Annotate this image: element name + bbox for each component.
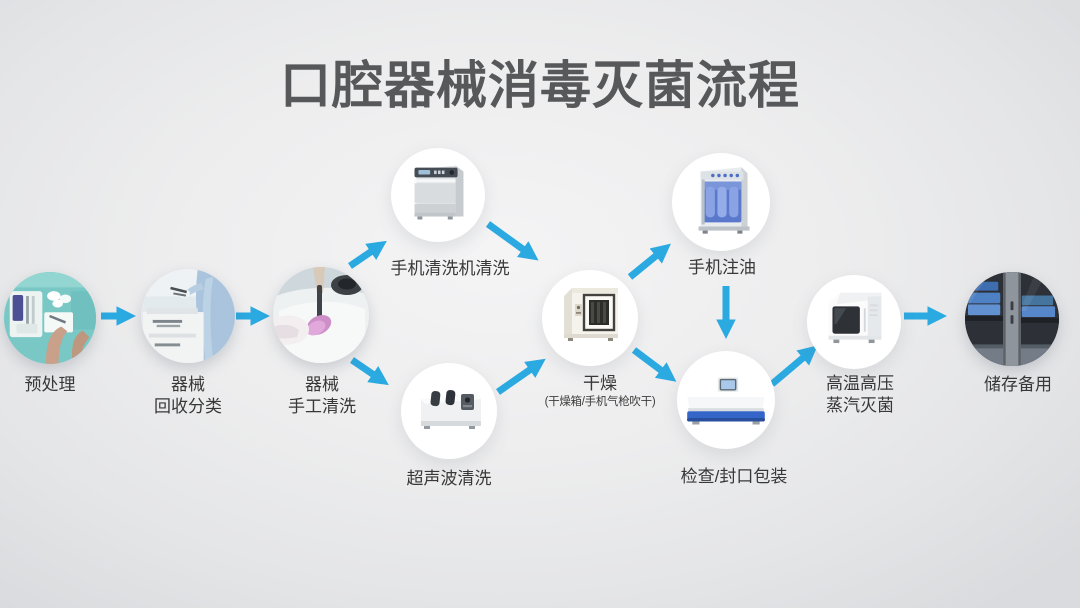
- node-manual-wash: [273, 267, 369, 363]
- handpiece-washer-machine: [414, 165, 464, 220]
- node-pretreatment: [4, 272, 96, 364]
- node-storage: [965, 272, 1059, 366]
- storage-cabinet-photo: [965, 272, 1059, 366]
- node-recycle-sort: [141, 269, 235, 363]
- label-ultrasonic: 超声波清洗: [406, 469, 492, 488]
- hand-washing-photo: [273, 267, 369, 363]
- label-drying-sub: (干燥箱/手机气枪吹干): [544, 396, 656, 408]
- node-drying: [542, 270, 638, 366]
- node-autoclave: [807, 275, 901, 369]
- ultrasonic-cleaner-machine: [421, 389, 481, 429]
- label-manual-wash: 器械 手工清洗: [288, 375, 356, 416]
- node-seal-pack: [677, 351, 775, 449]
- label-autoclave: 高温高压 蒸汽灭菌: [826, 374, 894, 415]
- page-title: 口腔器械消毒灭菌流程: [279, 57, 800, 114]
- steam-sterilizer-machine: [828, 292, 882, 344]
- label-recycle-sort: 器械 回收分类: [154, 375, 222, 416]
- arrow-manual-wash-to-ultrasonic: [350, 357, 389, 386]
- label-drying: 干燥 (干燥箱/手机气枪吹干): [510, 373, 690, 410]
- label-storage: 储存备用: [984, 375, 1052, 394]
- label-oiling: 手机注油: [688, 258, 756, 277]
- instrument-collection-photo: [141, 269, 235, 363]
- drying-oven-machine: [564, 288, 618, 341]
- node-ultrasonic: [401, 363, 497, 459]
- arrow-drying-to-seal-pack: [631, 347, 677, 382]
- label-pretreatment: 预处理: [24, 375, 76, 394]
- label-handpiece-washer: 手机清洗机清洗: [390, 259, 510, 278]
- arrow-manual-wash-to-handpiece-washer: [348, 240, 387, 269]
- arrow-handpiece-washer-to-drying: [485, 221, 539, 261]
- instrument-tray-photo: [4, 272, 96, 364]
- node-oiling: [672, 153, 770, 251]
- label-seal-pack: 检查/封口包装: [680, 467, 788, 486]
- node-handpiece-washer: [391, 148, 485, 242]
- handpiece-oiler-machine: [698, 167, 750, 234]
- sealing-machine: [687, 377, 765, 425]
